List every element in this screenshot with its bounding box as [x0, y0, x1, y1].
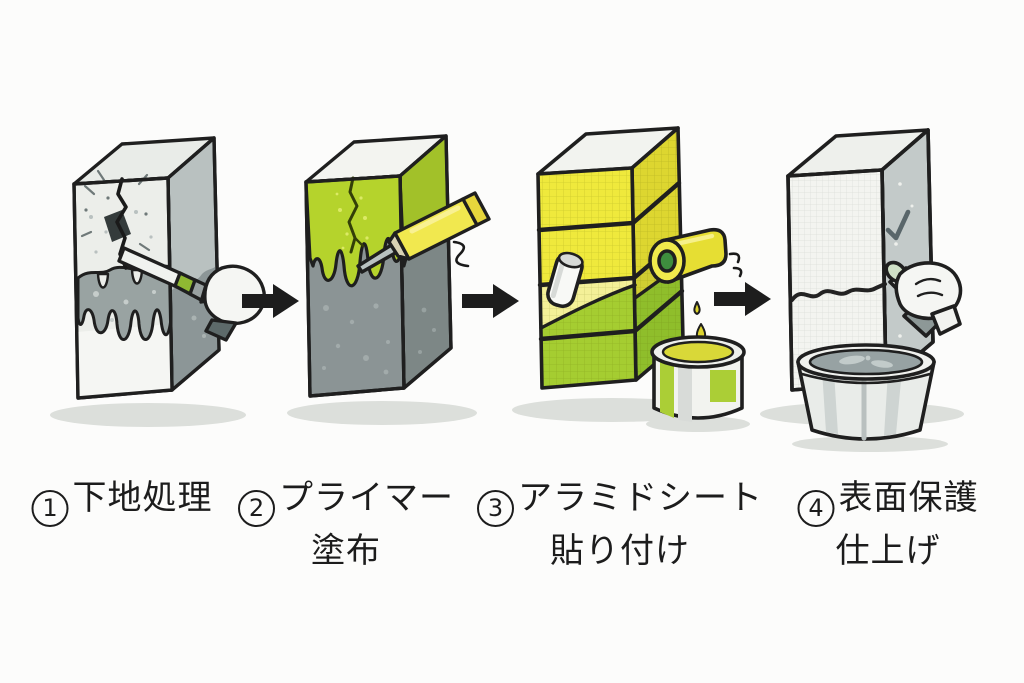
bucket-icon — [792, 343, 948, 452]
squiggle-line — [452, 240, 470, 268]
step-label-text: 塗布 — [311, 530, 381, 571]
paint-can-icon — [646, 335, 750, 432]
surface-speckles — [322, 303, 390, 375]
step-label-text: 下地処理 — [72, 478, 213, 518]
squiggle-line — [728, 252, 743, 278]
white-tube-icon — [546, 251, 584, 309]
sealant-tube-icon — [356, 191, 491, 274]
step-label-text: 表面保護 — [838, 478, 979, 518]
step4-illustration-finished-pillar — [760, 128, 964, 452]
step2-illustration-primer-pillar — [287, 134, 491, 425]
check-mark-icon — [885, 209, 911, 241]
surface-speckles — [89, 210, 153, 254]
step1-illustration-cracked-pillar — [50, 136, 266, 427]
circled-number: 3 — [477, 489, 514, 527]
step-label-text: 貼り付け — [550, 530, 690, 571]
step-label-text: 仕上げ — [835, 530, 941, 571]
pillar-shadow — [287, 401, 477, 425]
circled-number: 2 — [238, 489, 275, 527]
arrow-right-icon — [242, 284, 299, 318]
hand-scraper-icon — [117, 246, 266, 342]
step3-illustration-aramid-sheet-pillar — [512, 126, 750, 432]
step-label-text: アラミドシート — [518, 478, 763, 518]
pillar-shadow — [50, 403, 246, 427]
sheet-roll-icon — [648, 227, 728, 284]
sheet-edge-line — [539, 283, 637, 330]
arrow-right-icon — [462, 284, 519, 318]
crack-icon — [347, 176, 365, 254]
dust-particles — [80, 169, 151, 252]
trowel-hand-icon — [884, 260, 963, 338]
arrow-right-icon — [714, 282, 771, 316]
coating-level-line — [790, 282, 887, 302]
primer-spatter — [335, 192, 369, 250]
resin-drops — [693, 301, 707, 342]
circled-number: 1 — [31, 489, 69, 527]
step-label-text: プライマー — [279, 478, 454, 518]
circled-number: 4 — [797, 489, 835, 527]
